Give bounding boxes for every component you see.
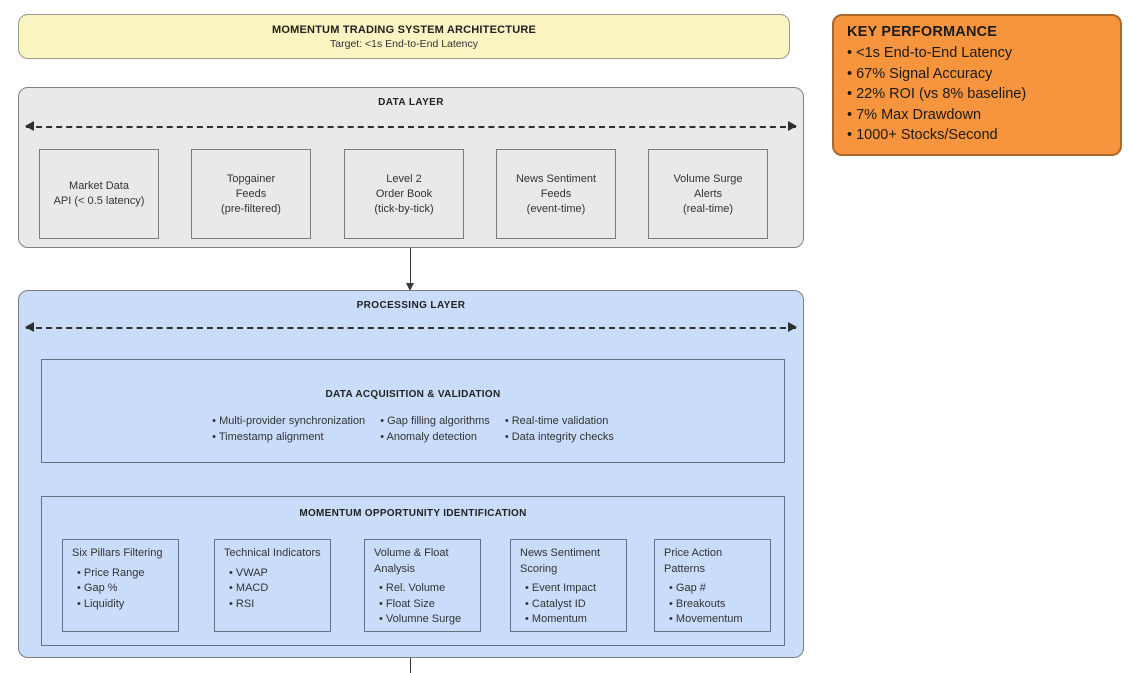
- node-topgainer-feeds: Topgainer Feeds (pre-filtered): [191, 149, 311, 239]
- node-line: Order Book: [375, 187, 433, 200]
- node-bullet: • Liquidity: [77, 597, 125, 610]
- data-layer-title: DATA LAYER: [378, 97, 444, 108]
- momentum-identification-section: MOMENTUM OPPORTUNITY IDENTIFICATION Six …: [41, 496, 785, 646]
- data-acquisition-title: DATA ACQUISITION & VALIDATION: [325, 389, 501, 400]
- node-price-action-patterns: Price Action Patterns • Gap # • Breakout…: [654, 539, 771, 632]
- node-line: API (< 0.5 latency): [53, 195, 145, 207]
- node-line: (real-time): [682, 202, 734, 215]
- node-bullet: • Breakouts: [669, 597, 726, 610]
- node-line: (event-time): [526, 202, 586, 215]
- acquisition-bullet: • Gap filling algorithms: [380, 415, 490, 427]
- node-title: Six Pillars Filtering: [72, 547, 163, 559]
- node-bullet: • Event Impact: [525, 582, 597, 594]
- data-acquisition-bullets: • Multi-provider synchronization • Times…: [42, 414, 784, 445]
- momentum-identification-title: MOMENTUM OPPORTUNITY IDENTIFICATION: [299, 508, 527, 519]
- node-news-sentiment-feeds: News Sentiment Feeds (event-time): [496, 149, 616, 239]
- diagram-title: MOMENTUM TRADING SYSTEM ARCHITECTURE: [271, 23, 537, 36]
- node-bullet: • VWAP: [229, 566, 268, 579]
- node-bullet: • Momentum: [525, 613, 587, 625]
- processing-layer-title: PROCESSING LAYER: [356, 300, 466, 311]
- acquisition-column: • Real-time validation • Data integrity …: [505, 414, 614, 445]
- key-performance-panel: KEY PERFORMANCE • <1s End-to-End Latency…: [832, 14, 1122, 156]
- data-to-processing-arrow: [406, 248, 414, 291]
- node-line: Market Data: [69, 180, 129, 192]
- acquisition-column: • Gap filling algorithms • Anomaly detec…: [380, 414, 490, 445]
- node-line: Level 2: [386, 172, 422, 185]
- data-layer-span-arrow: [25, 121, 797, 131]
- kpi-title: KEY PERFORMANCE: [847, 24, 998, 40]
- node-bullets: • Rel. Volume • Float Size • Volumne Sur…: [374, 581, 474, 628]
- node-market-data-api: Market Data API (< 0.5 latency): [39, 149, 159, 239]
- acquisition-bullet: • Real-time validation: [504, 415, 609, 427]
- data-acquisition-section: DATA ACQUISITION & VALIDATION • Multi-pr…: [41, 359, 785, 463]
- node-line: Topgainer: [226, 172, 276, 185]
- node-line: News Sentiment: [515, 172, 597, 185]
- node-line: Volume Surge: [673, 172, 743, 185]
- node-bullets: • Event Impact • Catalyst ID • Momentum: [520, 581, 620, 628]
- data-layer-container: DATA LAYER Market Data API (< 0.5 latenc…: [18, 87, 804, 248]
- node-line: Alerts: [693, 187, 723, 200]
- node-bullet: • Float Size: [379, 597, 435, 610]
- node-bullet: • Gap %: [77, 582, 118, 594]
- processing-output-line: [410, 658, 411, 673]
- node-bullet: • MACD: [229, 582, 269, 594]
- processing-layer-span-arrow: [25, 322, 797, 332]
- kpi-item: • 7% Max Drawdown: [847, 106, 982, 123]
- node-title: Price Action Patterns: [664, 547, 723, 575]
- node-bullets: • Price Range • Gap % • Liquidity: [72, 566, 172, 613]
- diagram-subtitle: Target: <1s End-to-End Latency: [330, 37, 478, 50]
- acquisition-bullet: • Data integrity checks: [504, 430, 614, 443]
- node-bullet: • Gap #: [669, 582, 706, 594]
- kpi-item: • <1s End-to-End Latency: [847, 45, 1013, 61]
- node-bullet: • Price Range: [77, 566, 145, 579]
- title-banner: MOMENTUM TRADING SYSTEM ARCHITECTURE Tar…: [18, 14, 790, 59]
- node-bullet: • Catalyst ID: [525, 597, 586, 610]
- kpi-item: • 22% ROI (vs 8% baseline): [847, 86, 1027, 102]
- kpi-item: • 1000+ Stocks/Second: [847, 127, 998, 143]
- node-volume-surge-alerts: Volume Surge Alerts (real-time): [648, 149, 768, 239]
- node-line: Feeds: [540, 187, 572, 200]
- node-bullet: • Rel. Volume: [379, 582, 446, 594]
- acquisition-bullet: • Timestamp alignment: [212, 430, 324, 443]
- node-bullet: • Movementum: [669, 613, 743, 625]
- node-title: Technical Indicators: [224, 547, 321, 559]
- node-line: (pre-filtered): [221, 202, 281, 215]
- acquisition-bullet: • Anomaly detection: [380, 430, 477, 443]
- node-news-sentiment-scoring: News Sentiment Scoring • Event Impact • …: [510, 539, 627, 632]
- processing-layer-container: PROCESSING LAYER DATA ACQUISITION & VALI…: [18, 290, 804, 658]
- node-volume-float-analysis: Volume & Float Analysis • Rel. Volume • …: [364, 539, 481, 632]
- node-line: (tick-by-tick): [374, 202, 434, 215]
- node-line: Feeds: [235, 187, 267, 200]
- node-bullets: • VWAP • MACD • RSI: [224, 566, 324, 613]
- acquisition-column: • Multi-provider synchronization • Times…: [212, 414, 365, 445]
- node-technical-indicators: Technical Indicators • VWAP • MACD • RSI: [214, 539, 331, 632]
- node-level2-order-book: Level 2 Order Book (tick-by-tick): [344, 149, 464, 239]
- acquisition-bullet: • Multi-provider synchronization: [212, 415, 366, 427]
- node-title: Volume & Float Analysis: [374, 547, 449, 575]
- node-bullet: • Volumne Surge: [379, 613, 462, 625]
- node-six-pillars-filtering: Six Pillars Filtering • Price Range • Ga…: [62, 539, 179, 632]
- node-bullet: • RSI: [229, 597, 255, 610]
- node-title: News Sentiment Scoring: [520, 547, 601, 575]
- node-bullets: • Gap # • Breakouts • Movementum: [664, 581, 764, 628]
- kpi-item: • 67% Signal Accuracy: [847, 65, 993, 82]
